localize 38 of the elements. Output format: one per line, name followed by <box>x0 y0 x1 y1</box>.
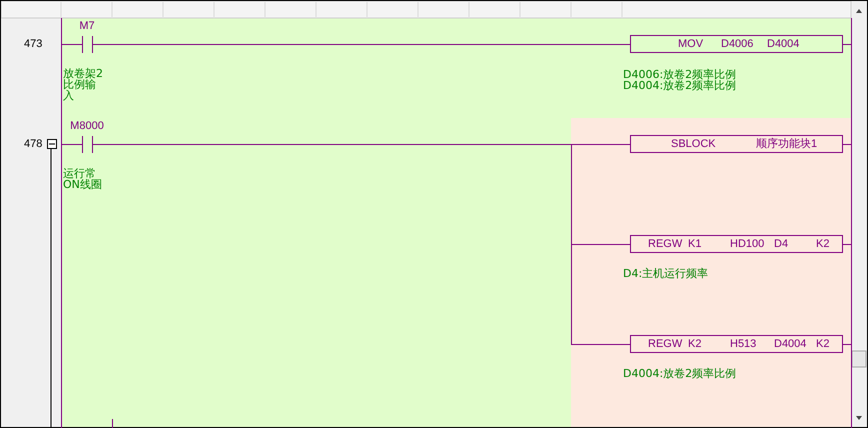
comment: D4006:放卷2频率比例 <box>623 69 736 80</box>
comment: 运行常ON线圈 <box>63 168 103 190</box>
comment: D4:主机运行频率 <box>623 268 708 279</box>
wire <box>62 144 66 145</box>
instruction-name: REGW <box>648 337 682 352</box>
operand: 顺序功能块1 <box>756 136 818 152</box>
operand: K2 <box>816 337 830 352</box>
rung-number: 473 <box>24 38 42 50</box>
contact <box>66 120 108 154</box>
wire <box>842 44 852 45</box>
operand: D4 <box>774 237 788 252</box>
instruction-box <box>630 35 843 53</box>
instruction-name: MOV <box>678 37 704 52</box>
operand: K2 <box>688 337 702 352</box>
operand: D4004 <box>774 337 806 352</box>
instruction-box <box>630 235 843 253</box>
wire <box>62 44 66 45</box>
operand: K1 <box>688 237 702 252</box>
operand: D4006 <box>721 37 754 52</box>
operand: K2 <box>816 237 830 252</box>
instruction-box <box>630 335 843 353</box>
comment: D4004:放卷2频率比例 <box>623 368 736 379</box>
operand: D4004 <box>767 37 800 52</box>
contact <box>66 20 108 54</box>
instruction-box <box>630 135 843 153</box>
rung-number: 478 <box>24 138 42 150</box>
operand: HD100 <box>730 237 764 252</box>
instruction-name: SBLOCK <box>671 137 716 152</box>
comment: 放卷架2比例输入 <box>63 68 104 101</box>
wire <box>842 244 852 245</box>
instruction-name: REGW <box>648 237 682 252</box>
wire <box>108 44 630 45</box>
device-address: M7 <box>78 20 96 32</box>
comment: D4004:放卷2频率比例 <box>623 80 736 91</box>
wire <box>842 344 852 345</box>
operand: H513 <box>730 337 756 352</box>
device-address: M8000 <box>69 120 105 132</box>
wire <box>842 144 852 145</box>
